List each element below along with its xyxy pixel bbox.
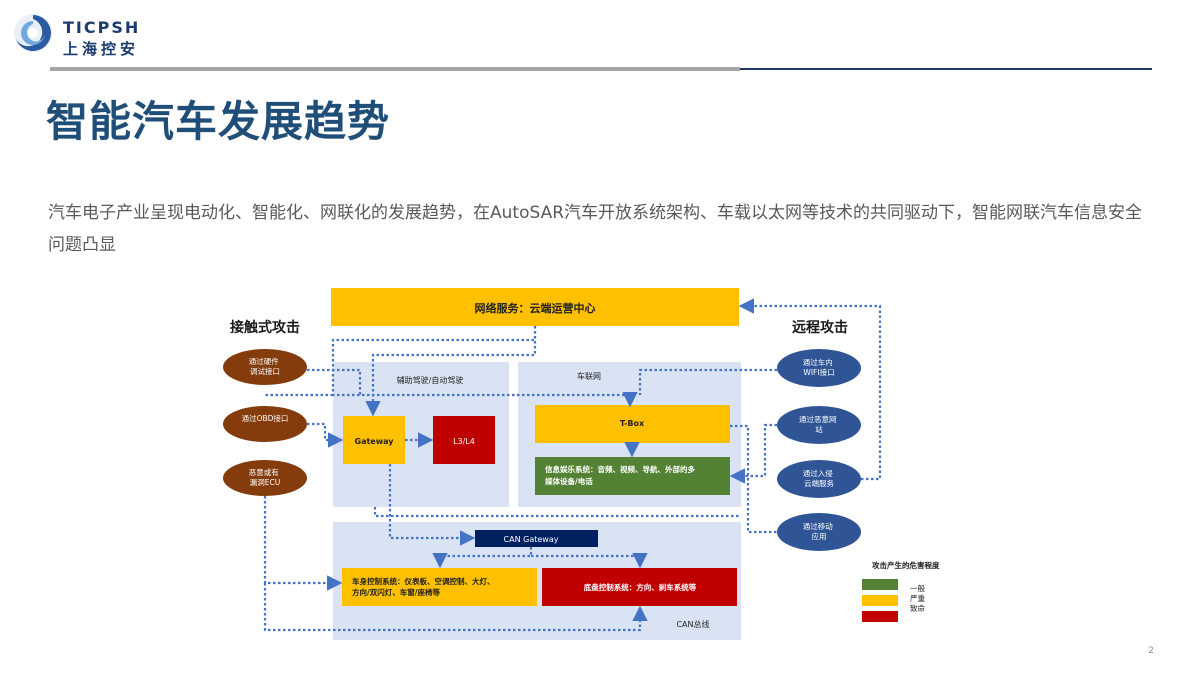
attack-label-wifi-line2: WIFI接口 (803, 367, 834, 377)
body-control-label-line1: 车身控制系统：仪表板、空调控制、大灯、 (352, 576, 495, 586)
contact-attack-title: 接触式攻击 (230, 319, 300, 336)
gateway-box (343, 416, 405, 464)
l3l4-label: L3/L4 (453, 437, 475, 446)
logo-text-en: TICPSH (63, 18, 141, 37)
infotainment-label-line2: 媒体设备/电话 (545, 476, 593, 486)
attack-label-malicious-site-line1: 通过恶意网 (799, 414, 837, 424)
attack-label-obd-line1: 通过OBD接口 (242, 413, 289, 423)
attack-label-ecu-line2: 漏洞ECU (250, 477, 280, 487)
chassis-control-box (542, 568, 737, 606)
attack-label-malicious-site-line2: 站 (815, 424, 823, 434)
chassis-control-label: 底盘控制系统：方向、刹车系统等 (584, 582, 697, 592)
legend-swatch-general (862, 579, 898, 590)
legend-label-serious: 严重 (910, 594, 925, 603)
legend-swatch-serious (862, 595, 898, 606)
legend-label-general: 一般 (910, 583, 925, 593)
logo-text-cn: 上海控安 (63, 40, 140, 58)
attack-oval-debug-port (223, 349, 307, 385)
attack-label-mobile-app-line2: 应用 (812, 531, 827, 541)
logo-swirl-icon (14, 14, 52, 52)
page-number: 2 (1148, 646, 1154, 656)
header-divider-navy (740, 68, 1152, 70)
body-control-box (342, 568, 537, 606)
attack-oval-obd (223, 406, 307, 442)
body-control-label-line2: 方向/双闪灯、车窗/座椅等 (352, 587, 440, 597)
can-gateway-box (475, 530, 598, 547)
attack-oval-cloud (777, 460, 861, 498)
cloud-service-box (331, 288, 739, 326)
attack-label-mobile-app-line1: 通过移动 (803, 521, 833, 531)
can-gateway-label: CAN Gateway (504, 535, 559, 544)
attack-path-lines (263, 298, 882, 632)
attack-oval-malicious-site (777, 406, 861, 444)
company-logo: TICPSH 上海控安 (12, 12, 172, 62)
attack-oval-wifi (777, 349, 861, 387)
attack-label-mobile-app: 通过移动 应用 (803, 521, 835, 541)
legend-label-fatal: 致命 (910, 603, 925, 613)
infotainment-box (535, 457, 730, 495)
cloud-service-label: 网络服务：云端运营中心 (475, 301, 596, 315)
remote-attack-title: 远程攻击 (792, 319, 848, 336)
body-control-label: 车身控制系统：仪表板、空调控制、大灯、 方向/双闪灯、车窗/座椅等 (352, 576, 497, 597)
page-title: 智能汽车发展趋势 (46, 97, 391, 146)
can-bus-label: CAN总线 (676, 619, 709, 629)
infotainment-label: 信息娱乐系统：音频、视频、导航、外部的多 媒体设备/电话 (545, 464, 698, 486)
attack-label-wifi: 通过车内 WIFI接口 (803, 357, 835, 377)
gateway-label: Gateway (355, 437, 395, 446)
attack-label-cloud-line2: 云端服务 (804, 478, 834, 488)
attack-label-obd: 通过OBD接口 (242, 413, 289, 423)
attack-label-debug-port: 通过硬件 调试接口 (249, 356, 281, 376)
infotainment-label-line1: 信息娱乐系统：音频、视频、导航、外部的多 (545, 464, 695, 474)
attack-label-malicious-site: 通过恶意网 站 (799, 414, 839, 434)
attack-label-debug-port-line1: 通过硬件 (249, 356, 279, 366)
attack-label-wifi-line1: 通过车内 (803, 357, 833, 367)
tbox-box (535, 405, 730, 443)
adas-panel-label: 辅助驾驶/自动驾驶 (397, 375, 464, 385)
legend-title: 攻击产生的危害程度 (872, 560, 940, 570)
attack-label-cloud: 通过入侵 云端服务 (803, 468, 835, 488)
legend-swatch-fatal (862, 611, 898, 622)
attack-label-cloud-line1: 通过入侵 (803, 468, 833, 478)
intro-paragraph: 汽车电子产业呈现电动化、智能化、网联化的发展趋势，在AutoSAR汽车开放系统架… (48, 203, 1143, 255)
attack-oval-ecu (223, 460, 307, 496)
attack-label-ecu-line1: 恶意或有 (249, 467, 279, 477)
attack-label-debug-port-line2: 调试接口 (250, 366, 280, 376)
attack-label-ecu: 恶意或有 漏洞ECU (249, 467, 281, 487)
l3l4-box (433, 416, 495, 464)
header-divider-gray (50, 67, 740, 71)
iov-panel-label: 车联网 (577, 371, 601, 381)
attack-oval-mobile-app (777, 513, 861, 551)
tbox-label: T-Box (620, 419, 645, 428)
